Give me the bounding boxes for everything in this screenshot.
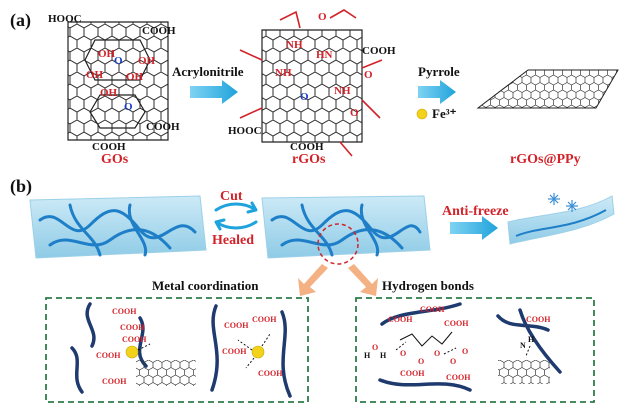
damage-zone-circle <box>317 223 359 265</box>
left-cooh-2: COOH <box>120 323 145 332</box>
fe-ion-dot <box>416 108 428 120</box>
metal-coordination-scheme <box>70 302 292 398</box>
rgos-group-o-right: O <box>364 69 373 81</box>
left-cooh-6: COOH <box>224 321 249 330</box>
right-h-1: H <box>364 351 371 360</box>
right-o-5: O <box>450 357 456 366</box>
gos-group-oh-5: OH <box>100 87 118 99</box>
gos-group-oh-2: OH <box>138 55 156 67</box>
hydrogen-bonds-scheme <box>378 302 562 392</box>
rgos-label: rGOs <box>292 152 326 167</box>
rgos-group-nh-3: NH <box>334 85 351 97</box>
gos-group-oh-4: OH <box>126 71 144 83</box>
catalyst-label: Fe³⁺ <box>432 106 457 121</box>
right-n: N <box>520 341 526 350</box>
rgos-group-hn: HN <box>316 49 333 61</box>
right-cooh-2: COOH <box>420 305 445 314</box>
gos-group-oh-1: OH <box>98 48 116 60</box>
rgos-group-nh-1: NH <box>286 39 303 51</box>
panel-a-label: (a) <box>10 10 31 31</box>
right-cooh-4: COOH <box>400 369 425 378</box>
gos-label: GOs <box>101 152 129 167</box>
right-o-1: O <box>372 343 378 352</box>
gos-group-oh-3: OH <box>86 69 104 81</box>
gos-group-o-2: O <box>124 101 133 113</box>
cut-label: Cut <box>220 189 243 204</box>
rgos-ppy-sheet <box>476 69 619 109</box>
reaction-arrow-1 <box>190 80 238 104</box>
healed-label: Healed <box>212 233 254 248</box>
rgos-group-cooh-bottom: COOH <box>290 141 324 153</box>
flexible-gel <box>507 195 615 245</box>
antifreeze-label: Anti-freeze <box>442 204 509 219</box>
rgos-group-cooh-top: COOH <box>362 45 396 57</box>
hydrogel-block-healed <box>261 195 431 265</box>
panel-b-label: (b) <box>10 176 32 197</box>
gos-group-o-1: O <box>114 55 123 67</box>
hydrogen-bonds-label: Hydrogen bonds <box>382 278 474 293</box>
gos-group-cooh-top: COOH <box>142 25 176 37</box>
left-cooh-9: COOH <box>258 369 283 378</box>
left-cooh-8: COOH <box>222 347 247 356</box>
snowflake-icon <box>548 193 578 212</box>
rgos-group-o-lower: O <box>350 107 359 119</box>
healed-arrow <box>214 218 258 231</box>
left-cooh-5: COOH <box>102 377 127 386</box>
rgos-group-nh-2: NH <box>275 67 292 79</box>
right-cooh-6: COOH <box>526 315 551 324</box>
right-o-2: O <box>400 349 406 358</box>
rgos-group-o-mid: O <box>300 91 309 103</box>
right-h-2: H <box>380 351 387 360</box>
gos-group-hooc: HOOC <box>48 13 82 25</box>
right-o-4: O <box>434 349 440 358</box>
antifreeze-arrow <box>450 216 498 240</box>
left-cooh-1: COOH <box>112 307 137 316</box>
right-o-3: O <box>418 357 424 366</box>
gos-group-cooh-bottom: COOH <box>92 141 126 153</box>
hydrogen-bonds-box <box>355 297 595 403</box>
arrow2-label: Pyrrole <box>418 64 460 79</box>
rgos-group-hooc: HOOC <box>228 125 262 137</box>
left-cooh-4: COOH <box>96 351 121 360</box>
cut-arrow <box>214 201 258 214</box>
branch-arrow-left <box>298 264 328 296</box>
gos-structure <box>67 21 169 141</box>
right-h-3: H <box>528 335 535 344</box>
left-cooh-7: COOH <box>252 315 277 324</box>
reaction-arrow-2 <box>418 80 456 104</box>
rgos-ppy-label: rGOs@PPy <box>510 152 581 167</box>
left-cooh-3: COOH <box>122 335 147 344</box>
right-cooh-1: COOH <box>388 315 413 324</box>
rgos-group-o-top: O <box>318 11 327 23</box>
right-cooh-5: COOH <box>446 373 471 382</box>
metal-coordination-label: Metal coordination <box>152 278 259 293</box>
arrow1-label: Acrylonitrile <box>172 64 244 79</box>
rgos-structure <box>239 9 383 157</box>
branch-arrow-right <box>348 264 378 296</box>
right-o-6: O <box>462 347 468 356</box>
gos-group-cooh-right: COOH <box>146 121 180 133</box>
hydrogel-block-original <box>29 195 207 259</box>
metal-coordination-box <box>45 297 309 403</box>
right-cooh-3: COOH <box>444 319 469 328</box>
